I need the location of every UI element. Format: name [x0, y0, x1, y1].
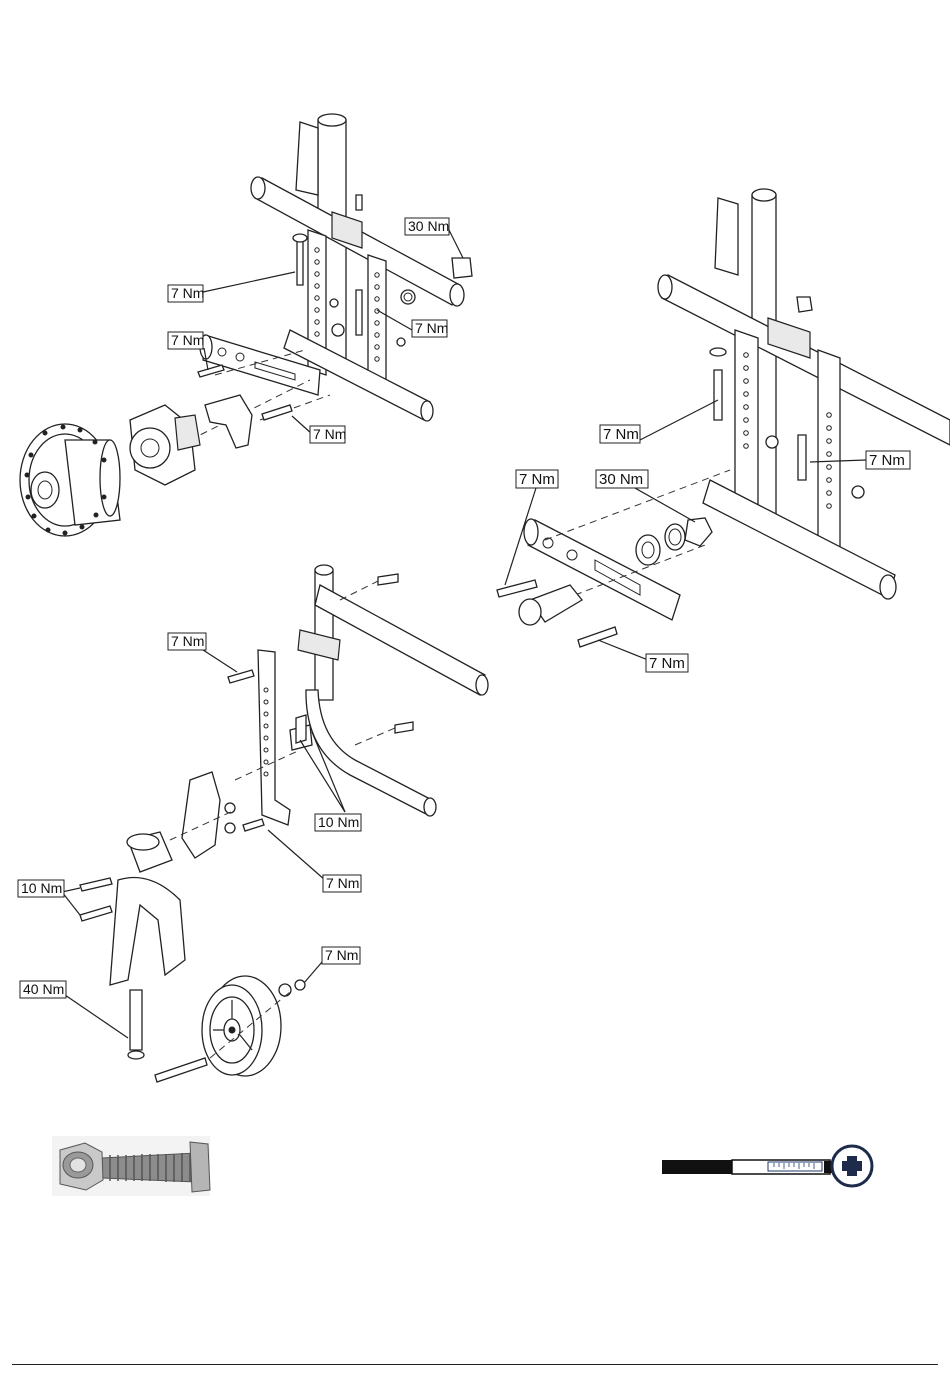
footer-divider — [12, 1364, 938, 1365]
torque-label-d3-7nm-b: 7 Nm — [323, 875, 361, 892]
torque-label-d3-40nm: 40 Nm — [20, 981, 66, 998]
spoke-hub-flange — [20, 424, 120, 536]
svg-text:30 Nm: 30 Nm — [599, 471, 643, 488]
torque-label-d1-30nm: 30 Nm — [405, 218, 449, 235]
torque-label-d1-7nm-a: 7 Nm — [168, 285, 204, 302]
torque-label-d2-30nm: 30 Nm — [596, 470, 648, 488]
torque-label-d2-7nm-c: 7 Nm — [516, 470, 558, 488]
torque-wrench-icon — [662, 1146, 872, 1186]
torque-label-d1-7nm-d: 7 Nm — [310, 426, 346, 443]
torque-label-d1-7nm-b: 7 Nm — [412, 320, 448, 337]
torque-label-d1-7nm-c: 7 Nm — [168, 332, 204, 349]
svg-text:7 Nm: 7 Nm — [171, 633, 204, 649]
svg-text:7 Nm: 7 Nm — [869, 452, 905, 469]
torque-label-d2-7nm-a: 7 Nm — [600, 425, 640, 443]
nut-and-bolt-icon — [52, 1136, 210, 1196]
svg-text:10 Nm: 10 Nm — [318, 814, 359, 830]
torque-label-d3-7nm-a: 7 Nm — [168, 633, 206, 650]
svg-text:7 Nm: 7 Nm — [519, 471, 555, 488]
svg-text:7 Nm: 7 Nm — [171, 285, 204, 301]
svg-text:7 Nm: 7 Nm — [171, 332, 204, 348]
torque-label-d2-7nm-d: 7 Nm — [646, 654, 688, 672]
diagram-frame-with-hub — [20, 114, 472, 536]
torque-label-d3-7nm-c: 7 Nm — [322, 947, 360, 964]
svg-text:10 Nm: 10 Nm — [21, 880, 62, 896]
svg-text:40 Nm: 40 Nm — [23, 981, 64, 997]
svg-text:7 Nm: 7 Nm — [603, 426, 639, 443]
diagram-frame-with-axle-plate — [497, 189, 950, 660]
torque-label-d3-10nm-b: 10 Nm — [18, 880, 64, 897]
caster-wheel — [202, 976, 281, 1076]
svg-text:7 Nm: 7 Nm — [326, 875, 359, 891]
svg-text:7 Nm: 7 Nm — [325, 947, 358, 963]
svg-text:7 Nm: 7 Nm — [313, 426, 346, 442]
torque-label-d2-7nm-b: 7 Nm — [866, 451, 910, 469]
svg-text:30 Nm: 30 Nm — [408, 218, 449, 234]
svg-text:7 Nm: 7 Nm — [649, 655, 685, 672]
torque-label-d3-10nm-a: 10 Nm — [315, 814, 361, 831]
svg-text:7 Nm: 7 Nm — [415, 320, 448, 336]
diagram-caster-assembly — [62, 565, 488, 1082]
